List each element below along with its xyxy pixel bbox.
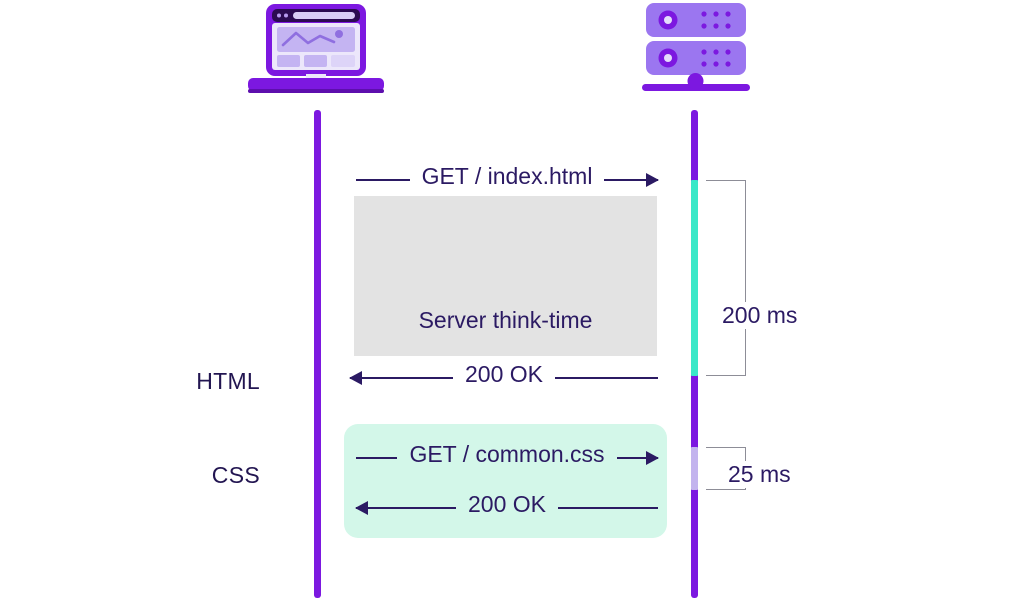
- message-label: 200 OK: [356, 491, 658, 518]
- phase-label-css: CSS: [211, 462, 260, 488]
- laptop-icon: [248, 4, 384, 94]
- timing-bracket-html: [706, 180, 746, 376]
- message-200-ok-css: 200 OK: [355, 491, 658, 525]
- message-label: 200 OK: [350, 361, 658, 388]
- message-get-index-html: GET / index.html: [356, 163, 659, 197]
- arrowhead-left-icon: [349, 371, 362, 385]
- timing-label-html: 200 ms: [716, 302, 804, 329]
- timing-label-css: 25 ms: [722, 461, 797, 488]
- arrowhead-right-icon: [646, 451, 659, 465]
- server-think-time-region: [354, 196, 657, 356]
- server-think-time-label: Server think-time: [418, 307, 593, 333]
- phase-label-html: HTML: [196, 368, 260, 394]
- message-200-ok-html: 200 OK: [349, 361, 658, 395]
- client-lifeline: [314, 110, 321, 598]
- arrowhead-right-icon: [646, 173, 659, 187]
- message-label: GET / common.css: [356, 441, 658, 468]
- arrowhead-left-icon: [355, 501, 368, 515]
- message-get-common-css: GET / common.css: [356, 441, 659, 475]
- server-activation-html: [691, 180, 698, 376]
- server-rack-icon: [640, 2, 752, 94]
- server-activation-css: [691, 447, 698, 490]
- message-label: GET / index.html: [356, 163, 658, 190]
